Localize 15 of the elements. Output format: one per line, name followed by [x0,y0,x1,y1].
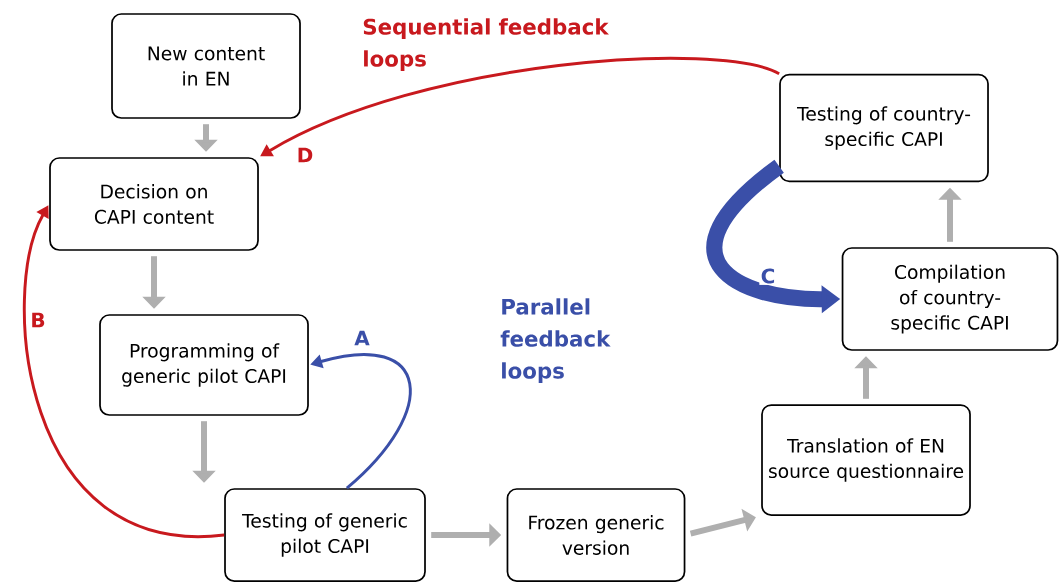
process-box: Translation of EN source questionnaire [761,404,971,516]
process-box: Frozen generic version [506,488,686,582]
process-box: New content in EN [111,13,301,119]
edge-label: B [29,311,47,329]
process-box: Testing of country-specific CAPI [779,73,989,183]
loop-label: Parallel feedback loops [500,298,611,383]
flow-arrow [689,508,756,537]
process-box: Decision on CAPI content [49,157,259,251]
loop-label: Sequential feedback loops [363,18,609,71]
process-box: Testing of generic pilot CAPI [224,488,426,582]
process-box: Programming of generic pilot CAPI [99,314,309,416]
edge-label: C [759,267,777,285]
edge-label: D [295,146,315,164]
edge-label: A [352,329,372,347]
process-box: Compilation of country-specific CAPI [841,247,1059,351]
